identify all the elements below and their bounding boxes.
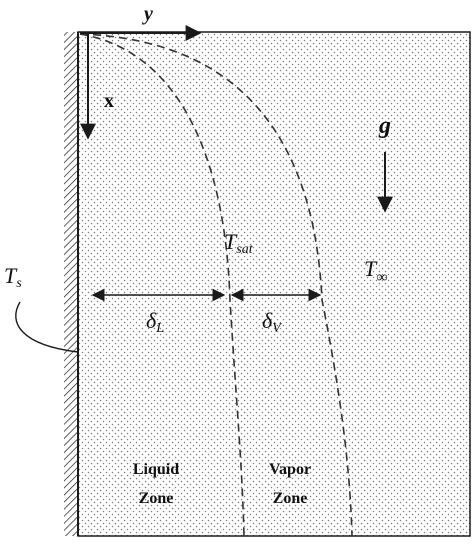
y-axis-label: y xyxy=(142,3,153,25)
gravity-label: g xyxy=(378,113,391,139)
liquid-zone-label-line1: Liquid xyxy=(133,461,179,478)
x-axis-label: x xyxy=(104,90,114,112)
t-sat-label: Tsat xyxy=(224,229,254,257)
liquid-film-boundary xyxy=(79,33,245,537)
fluid-domain xyxy=(77,31,471,537)
vapor-film-boundary xyxy=(79,33,353,537)
vapor-zone-label-line2: Zone xyxy=(273,490,308,507)
wall-hatching xyxy=(64,32,78,536)
t-s-label: Ts xyxy=(4,263,22,291)
t-s-leader-line xyxy=(15,301,79,353)
vapor-zone-label-line1: Vapor xyxy=(269,461,311,478)
liquid-zone-label-line2: Zone xyxy=(139,490,174,507)
delta-v-label: δV xyxy=(262,308,282,336)
t-infinity-label: T∞ xyxy=(364,256,388,286)
delta-l-label: δL xyxy=(146,308,164,336)
